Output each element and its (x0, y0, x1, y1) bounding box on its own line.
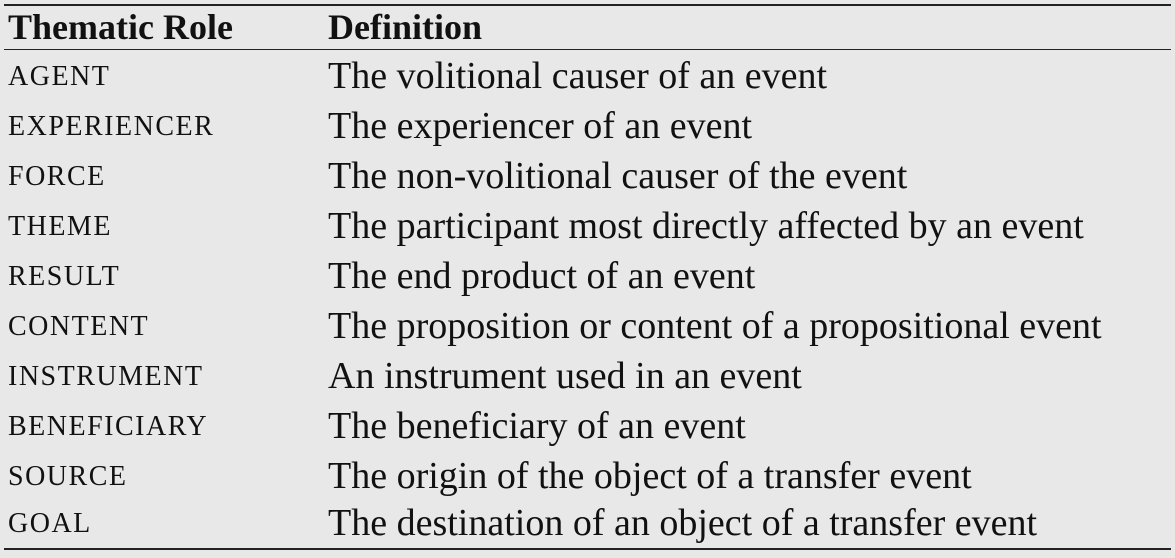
definition-cell: The participant most directly affected b… (328, 205, 1084, 247)
definition-cell: The end product of an event (328, 255, 756, 297)
table-row: CONTENT The proposition or content of a … (4, 301, 1171, 351)
table-row: GOAL The destination of an object of a t… (4, 498, 1171, 548)
table-row: SOURCE The origin of the object of a tra… (4, 451, 1171, 501)
role-cell: RESULT (8, 261, 121, 292)
thematic-roles-table: Thematic Role Definition AGENT The volit… (4, 4, 1171, 550)
role-cell: SOURCE (8, 461, 128, 492)
definition-cell: The volitional causer of an event (328, 55, 828, 97)
table-row: RESULT The end product of an event (4, 251, 1171, 301)
table-top-rule (4, 4, 1171, 6)
role-cell: THEME (8, 211, 112, 242)
definition-cell: The experiencer of an event (328, 105, 753, 147)
table-row: INSTRUMENT An instrument used in an even… (4, 351, 1171, 401)
header-thematic-role: Thematic Role (8, 7, 233, 47)
role-cell: EXPERIENCER (8, 111, 215, 142)
definition-cell: The beneficiary of an event (328, 405, 746, 447)
table-row: AGENT The volitional causer of an event (4, 51, 1171, 101)
definition-cell: The proposition or content of a proposit… (328, 305, 1102, 347)
table-header-rule (4, 49, 1171, 50)
definition-cell: The origin of the object of a transfer e… (328, 455, 972, 497)
table-row: FORCE The non-volitional causer of the e… (4, 151, 1171, 201)
role-cell: CONTENT (8, 311, 150, 342)
table-row: EXPERIENCER The experiencer of an event (4, 101, 1171, 151)
role-cell: AGENT (8, 61, 111, 92)
role-cell: BENEFICIARY (8, 411, 209, 442)
definition-cell: An instrument used in an event (328, 355, 802, 397)
role-cell: FORCE (8, 161, 106, 192)
role-cell: GOAL (8, 508, 92, 539)
table-header-row: Thematic Role Definition (4, 6, 1171, 49)
table-row: THEME The participant most directly affe… (4, 201, 1171, 251)
table-row: BENEFICIARY The beneficiary of an event (4, 401, 1171, 451)
role-cell: INSTRUMENT (8, 361, 204, 392)
table-bottom-rule (4, 548, 1171, 550)
definition-cell: The non-volitional causer of the event (328, 155, 908, 197)
header-definition: Definition (328, 7, 483, 47)
definition-cell: The destination of an object of a transf… (328, 502, 1038, 544)
